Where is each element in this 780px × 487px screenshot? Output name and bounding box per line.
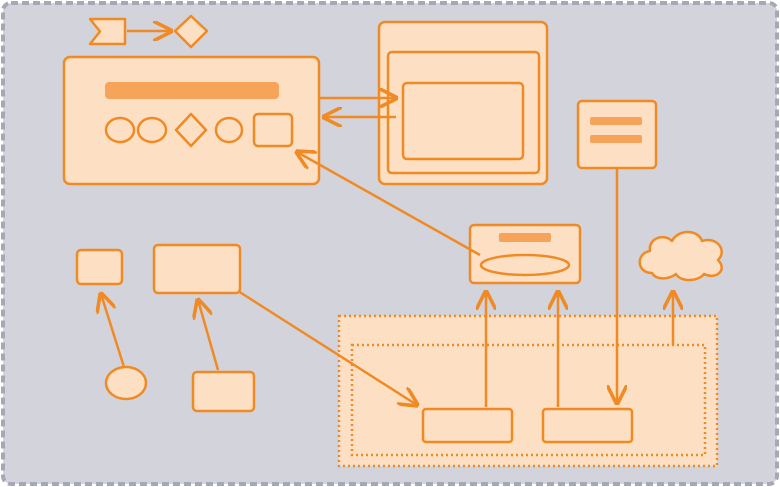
panel-circle-2 <box>136 116 168 144</box>
edge-medium-box-to-group-left <box>237 289 417 405</box>
bottom-box-node <box>191 370 256 413</box>
edge-bottom-box-to-medium-box <box>198 300 220 371</box>
panel-square <box>252 112 294 148</box>
list-box-node <box>576 99 658 170</box>
edge-reader-to-panel <box>297 152 481 257</box>
circle-node <box>104 365 148 401</box>
panel-circle-1 <box>104 116 136 144</box>
cloud-icon <box>638 230 723 282</box>
main-panel <box>62 55 321 186</box>
diamond-node-top <box>173 14 209 49</box>
reader-box-node <box>468 223 582 285</box>
panel-diamond <box>174 112 208 148</box>
edge-circle-to-small-box <box>101 294 126 368</box>
medium-box-node <box>152 243 242 295</box>
group-box-right <box>541 407 634 444</box>
panel-circle-3 <box>214 116 244 144</box>
window-node <box>377 20 549 186</box>
panel-title-bar <box>105 82 279 99</box>
group-box-left <box>421 407 514 444</box>
flag-icon <box>88 17 127 46</box>
small-box-node <box>75 248 124 286</box>
